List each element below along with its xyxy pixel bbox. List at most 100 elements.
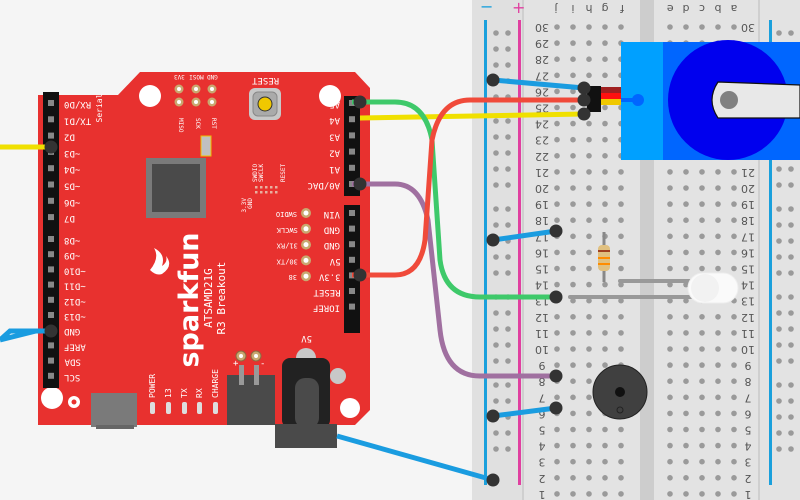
pin-label: ~D10 <box>64 265 86 275</box>
rail-hole <box>788 358 794 364</box>
header-pin[interactable] <box>48 281 54 288</box>
usb-port[interactable] <box>91 393 137 429</box>
hole <box>618 217 624 223</box>
header-pin[interactable] <box>48 181 54 188</box>
hole <box>554 136 560 143</box>
header-right-1 <box>344 96 360 196</box>
hole <box>715 314 721 320</box>
led-label: POWER <box>148 374 157 398</box>
reset-button[interactable] <box>249 88 281 120</box>
hole <box>683 169 689 175</box>
wire-end[interactable] <box>44 324 58 338</box>
header-pin[interactable] <box>48 165 54 172</box>
header-pin[interactable] <box>349 164 355 171</box>
barrel-jack[interactable] <box>275 348 346 448</box>
header-pin[interactable] <box>349 148 355 155</box>
wire-end[interactable] <box>353 177 367 191</box>
header-pin[interactable] <box>48 251 54 258</box>
rail-hole <box>505 310 511 316</box>
header-pin[interactable] <box>48 132 54 139</box>
wire-end[interactable] <box>577 81 591 95</box>
logo-text: sparkfun <box>174 232 205 367</box>
wire-green-a5-row13 <box>352 99 556 300</box>
row-label-right: 13 <box>741 295 755 308</box>
white-led[interactable] <box>687 272 739 304</box>
wire-end[interactable] <box>353 268 367 282</box>
header-pin[interactable] <box>48 372 54 379</box>
hole <box>699 442 705 449</box>
header-pin[interactable] <box>48 236 54 242</box>
header-pin[interactable] <box>349 132 355 139</box>
rail-hole <box>493 398 499 404</box>
wire-end[interactable] <box>549 224 563 238</box>
wire-end[interactable] <box>549 290 563 304</box>
hole <box>683 217 689 223</box>
header-pin[interactable] <box>48 100 54 106</box>
wire-end[interactable] <box>577 107 591 121</box>
header-pin[interactable] <box>349 116 355 123</box>
wire-end[interactable] <box>353 95 367 109</box>
resistor[interactable] <box>598 232 610 282</box>
header-pin[interactable] <box>349 303 355 310</box>
header-pin[interactable] <box>48 312 54 318</box>
swd-pad <box>275 186 278 189</box>
row-label-left: 2 <box>539 472 546 485</box>
hole <box>602 362 608 368</box>
header-pin[interactable] <box>349 288 355 294</box>
header-pin[interactable] <box>48 342 54 349</box>
pin-label: SDA <box>64 357 81 367</box>
hole <box>554 265 560 272</box>
hole <box>554 88 560 95</box>
header-pin[interactable] <box>349 225 355 232</box>
header-pin[interactable] <box>48 266 54 273</box>
pin-label: ~D13 <box>64 311 86 321</box>
wire-end[interactable] <box>549 401 563 415</box>
hole <box>667 297 673 304</box>
wire-end[interactable] <box>486 233 500 247</box>
hole <box>715 346 721 352</box>
piezo-buzzer[interactable] <box>592 364 648 420</box>
header-pin[interactable] <box>349 210 355 216</box>
hole <box>570 249 576 256</box>
header-pin[interactable] <box>349 241 355 248</box>
row-label-left: 4 <box>539 440 546 453</box>
wire-blue-gnd-left <box>0 328 51 343</box>
rail-hole <box>776 222 782 228</box>
hole <box>570 72 576 79</box>
hole <box>699 346 705 352</box>
wire-end[interactable] <box>486 409 500 423</box>
header-pin[interactable] <box>48 116 54 123</box>
wire-end[interactable] <box>44 140 58 154</box>
header-pin[interactable] <box>48 214 54 221</box>
wire-end[interactable] <box>577 93 591 107</box>
battery-connector[interactable] <box>227 350 275 425</box>
hole <box>570 362 576 368</box>
row-label-right: 2 <box>745 472 752 485</box>
row-label-right: 5 <box>745 424 752 437</box>
row-label-left: 26 <box>535 85 549 98</box>
wire-end[interactable] <box>549 369 563 383</box>
hole <box>699 362 705 368</box>
header-pin[interactable] <box>349 256 355 263</box>
header-pin[interactable] <box>48 197 54 204</box>
row-label-right: 10 <box>741 343 755 356</box>
hole <box>602 153 608 159</box>
wire-blue-row6-gnd <box>492 405 557 419</box>
row-label-right: 30 <box>741 21 755 34</box>
header-pin[interactable] <box>48 296 54 303</box>
rail-hole <box>493 62 499 68</box>
rail-hole <box>788 430 794 436</box>
rail-right-line <box>769 20 772 485</box>
rail-hole <box>505 222 511 228</box>
hole <box>699 394 705 401</box>
header-pin[interactable] <box>48 357 54 364</box>
rail-hole <box>505 254 511 260</box>
rail-hole <box>505 382 511 388</box>
led-label: TX <box>180 388 189 398</box>
servo-motor[interactable] <box>587 40 800 160</box>
wire-end[interactable] <box>486 73 500 87</box>
rail-hole <box>788 414 794 420</box>
header-right-2 <box>344 205 360 333</box>
wire-end[interactable] <box>486 473 500 487</box>
hole <box>683 24 689 30</box>
